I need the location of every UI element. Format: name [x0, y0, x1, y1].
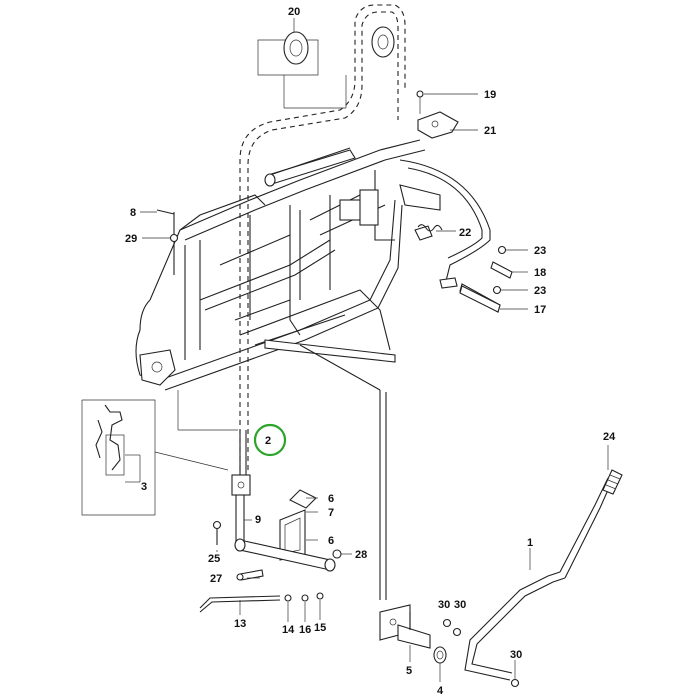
callout-24: 24	[603, 431, 616, 443]
rod-13	[199, 592, 324, 613]
detail-box-3	[81, 390, 238, 516]
handle-grip-24	[602, 469, 623, 495]
bolt-8	[156, 209, 179, 275]
callout-22: 22	[459, 227, 471, 239]
callout-5: 5	[406, 665, 412, 677]
callout-16: 16	[299, 624, 311, 636]
callout-20: 20	[288, 6, 300, 18]
callout-17: 17	[534, 304, 546, 316]
callout-13: 13	[234, 618, 246, 630]
callout-21: 21	[484, 125, 496, 137]
callout-28: 28	[355, 549, 367, 561]
callout-18: 18	[534, 267, 546, 279]
bolt-25	[212, 520, 222, 545]
washers-30	[442, 618, 520, 688]
bolt-27	[236, 569, 264, 581]
lift-arm-assembly	[234, 489, 342, 572]
callout-4: 4	[437, 685, 444, 697]
callout-30-right: 30	[454, 599, 466, 611]
callout-3: 3	[141, 481, 147, 493]
callout-23-lower: 23	[534, 285, 546, 297]
callout-25: 25	[208, 553, 220, 565]
callout-1: 1	[527, 537, 533, 549]
callout-9: 9	[255, 514, 261, 526]
main-frame	[135, 139, 501, 600]
highlight-circle	[253, 423, 287, 457]
pulley-top	[371, 26, 395, 58]
callout-labels: 20 19 21 8 29 22 23 18 23 17 2 3 24 6 7 …	[125, 6, 616, 697]
callout-23-upper: 23	[534, 245, 546, 257]
callout-6-upper: 6	[328, 493, 334, 505]
callout-30-left: 30	[438, 599, 450, 611]
bushing-4	[433, 646, 447, 664]
leader-lines	[140, 18, 609, 682]
pin-17	[459, 285, 502, 313]
callout-2: 2	[265, 435, 271, 447]
lever-1	[464, 477, 613, 681]
callout-30-bottom: 30	[510, 649, 522, 661]
bracket-21	[416, 90, 459, 139]
callout-19: 19	[484, 89, 496, 101]
spring-22	[417, 224, 443, 232]
callout-8: 8	[130, 207, 136, 219]
callout-14: 14	[282, 624, 295, 636]
pin-18	[490, 245, 513, 279]
callout-15: 15	[314, 622, 326, 634]
bracket-5	[379, 604, 431, 649]
chain-bracket	[231, 474, 251, 545]
callout-27: 27	[210, 573, 222, 585]
callout-7: 7	[328, 507, 334, 519]
callout-6-lower: 6	[328, 535, 334, 547]
pulley-20	[257, 31, 347, 109]
callout-29: 29	[125, 233, 137, 245]
